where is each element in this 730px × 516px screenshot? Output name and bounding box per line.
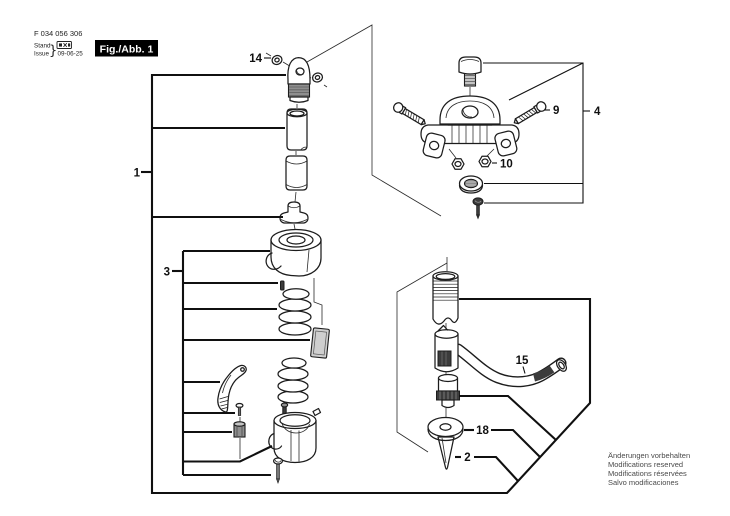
figure-label-box <box>95 40 158 57</box>
construction-lines <box>239 24 495 459</box>
fastening-screw-part <box>272 457 284 485</box>
pump-body-grip <box>437 350 452 367</box>
clamp-right-ear <box>494 130 518 157</box>
lever-bushing-part <box>233 421 246 438</box>
callout-2: 2 <box>464 452 470 464</box>
joint-washer-lower <box>311 72 324 83</box>
callout-15-tick <box>522 366 526 374</box>
callout-3: 3 <box>164 267 170 279</box>
clamp-screw-right <box>513 101 547 125</box>
base-disc-hole <box>439 423 452 431</box>
title-block: F 034 056 306 Stand Issue } 09-06-25 Fig… <box>34 29 158 59</box>
ribbed-tube-part <box>432 271 459 325</box>
small-screw-part <box>472 197 484 220</box>
revision-stamp-icon <box>56 41 72 49</box>
spring-upper-part <box>278 288 312 336</box>
part-number: F 034 056 306 <box>34 29 82 38</box>
pump-body-part <box>434 324 459 373</box>
callout-15: 15 <box>516 355 529 367</box>
callout-1: 1 <box>134 168 141 180</box>
hose-grip-band <box>532 365 555 382</box>
callout-10: 10 <box>500 159 513 171</box>
bushing-part <box>279 201 309 224</box>
callout-9: 9 <box>553 105 559 117</box>
clamp-nut-right <box>478 155 492 168</box>
group3-bracket <box>172 249 310 477</box>
stand-label: Stand <box>34 43 51 50</box>
hex-bolt-part <box>458 56 482 87</box>
clamp-group-plane <box>306 24 442 217</box>
clamp-ribs <box>451 125 488 143</box>
cup-lug <box>312 407 322 417</box>
knob-part <box>436 373 460 409</box>
spike-group-leaders <box>455 394 557 482</box>
pressure-plate-part <box>310 327 330 359</box>
note-line-en: Modifications reserved <box>608 460 683 469</box>
clamp-nut-left <box>451 158 465 170</box>
issue-brace: } <box>49 44 57 59</box>
callout-18: 18 <box>476 425 489 437</box>
tube-lower-part <box>285 155 308 191</box>
clamp-bracket-part <box>420 95 520 159</box>
group1-bracket <box>141 73 592 495</box>
cup-housing-part <box>268 407 322 464</box>
revision-date: 09-06-25 <box>58 51 84 58</box>
base-disc-part <box>427 416 464 442</box>
spring-lower-part <box>277 357 309 404</box>
oval-washer-part <box>458 175 484 194</box>
issue-label: Issue <box>34 51 50 58</box>
lever-pivot-hole <box>240 367 245 372</box>
callout-4: 4 <box>594 106 601 118</box>
tube-upper-part <box>286 108 308 151</box>
ball-joint-part <box>287 56 311 103</box>
joint-washer-upper <box>271 54 283 66</box>
clamp-left-ear <box>422 132 446 159</box>
callout-14: 14 <box>249 53 262 65</box>
lever-part <box>217 364 247 413</box>
clamp-screw-left <box>393 102 426 126</box>
hose-part-group <box>452 343 568 388</box>
note-line-de: Änderungen vorbehalten <box>608 451 690 460</box>
housing-cap-bore <box>286 235 306 245</box>
detent-pin-part <box>280 280 285 291</box>
ball-joint-hole <box>295 67 305 76</box>
figure-label: Fig./Abb. 1 <box>100 44 154 56</box>
group4-bracket <box>483 62 590 204</box>
lever-pin-part <box>235 402 244 416</box>
plate-bracket-line <box>313 278 323 325</box>
note-line-fr: Modifications réservées <box>608 469 687 478</box>
spike-cone-part <box>437 436 455 470</box>
spike-group-plane <box>396 262 448 453</box>
clamp-saddle-hole <box>461 105 479 119</box>
lever-grip-hatch <box>219 396 228 410</box>
housing-cap-part <box>265 228 322 277</box>
modifications-note: Änderungen vorbehalten Modifications res… <box>608 451 690 487</box>
housing-cap-spout <box>265 252 282 270</box>
clamp-saddle <box>439 95 501 125</box>
note-line-es: Salvo modificaciones <box>608 478 679 487</box>
